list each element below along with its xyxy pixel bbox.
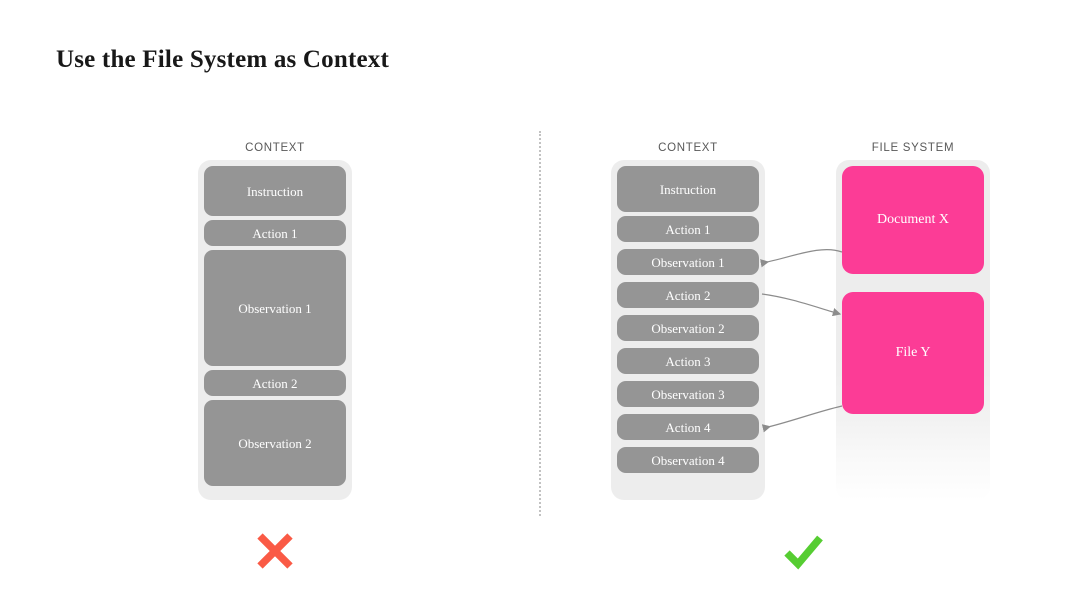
- context-block[interactable]: Observation 1: [204, 250, 346, 366]
- context-block[interactable]: Observation 4: [617, 447, 759, 473]
- arrow-action-2-to-file-y: [761, 293, 842, 317]
- context-block[interactable]: Action 2: [617, 282, 759, 308]
- check-mark-icon: [784, 535, 823, 570]
- context-block[interactable]: Observation 2: [617, 315, 759, 341]
- context-block[interactable]: Instruction: [617, 166, 759, 212]
- context-block[interactable]: Action 2: [204, 370, 346, 396]
- context-block[interactable]: Observation 1: [617, 249, 759, 275]
- context-block[interactable]: Observation 2: [204, 400, 346, 486]
- context-block[interactable]: Instruction: [204, 166, 346, 216]
- filesystem-label: FILE SYSTEM: [871, 142, 955, 154]
- filesystem-stack: Document X File Y: [836, 160, 990, 500]
- context-block[interactable]: Action 4: [617, 414, 759, 440]
- context-block[interactable]: Action 1: [204, 220, 346, 246]
- context-block[interactable]: Action 1: [617, 216, 759, 242]
- cross-mark-icon: [257, 533, 293, 569]
- arrow-document-x-to-observation-1: [760, 248, 843, 268]
- left-context-stack: Instruction Action 1 Observation 1 Actio…: [198, 160, 352, 500]
- arrow-file-y-to-action-4: [761, 405, 843, 433]
- context-block[interactable]: Action 3: [617, 348, 759, 374]
- panel-divider: [539, 131, 541, 516]
- context-block[interactable]: Observation 3: [617, 381, 759, 407]
- file-block[interactable]: Document X: [842, 166, 984, 274]
- left-context-label: CONTEXT: [245, 142, 305, 154]
- page-title: Use the File System as Context: [56, 46, 390, 73]
- right-context-stack: Instruction Action 1 Observation 1 Actio…: [611, 160, 765, 500]
- right-context-label: CONTEXT: [658, 142, 718, 154]
- file-block[interactable]: File Y: [842, 292, 984, 414]
